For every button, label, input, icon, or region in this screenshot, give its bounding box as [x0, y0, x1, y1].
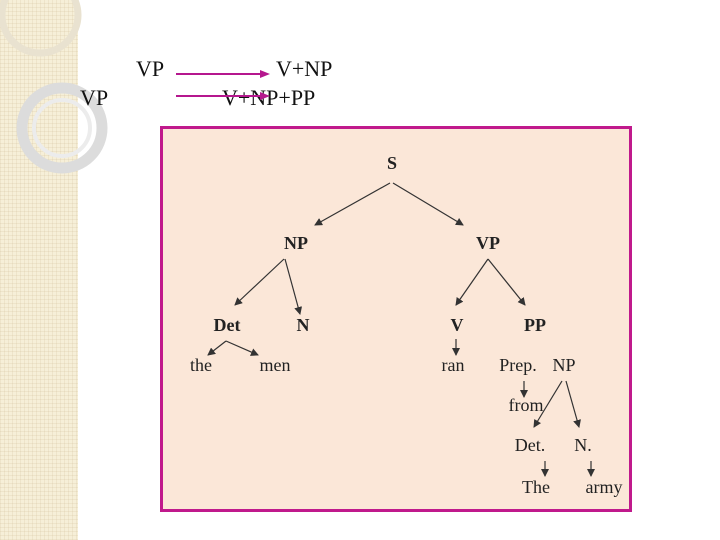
edge-s-np — [314, 182, 391, 226]
edge-s-vp — [392, 182, 464, 226]
rule1-arrow — [176, 70, 270, 78]
node-vp: VP — [476, 233, 500, 253]
node-army: army — [585, 477, 623, 497]
node-pp: PP — [524, 315, 546, 335]
node-n: N — [296, 315, 310, 335]
rule2-rhs: V+NP+PP — [222, 85, 316, 110]
node-s: S — [386, 153, 398, 173]
rule1-rhs: V+NP — [276, 56, 333, 81]
tree-edges — [207, 182, 595, 477]
rule-arrows — [176, 70, 270, 100]
node-np2: NP — [552, 355, 576, 375]
node-from: from — [508, 395, 544, 415]
edge-np2-det2 — [533, 380, 563, 428]
node-v: V — [450, 315, 464, 335]
edge-np2-n2 — [565, 380, 581, 428]
rule2-lhs: VP — [80, 85, 109, 110]
node-the2: The — [522, 477, 550, 497]
edge-np-n — [284, 258, 303, 315]
parse-tree-panel: S NP VP Det N V PP the men ran Prep. NP … — [160, 126, 632, 512]
node-men: men — [259, 355, 291, 375]
edge-vp-pp — [487, 258, 526, 306]
edge-det-men — [225, 340, 259, 356]
node-det: Det — [213, 315, 241, 335]
edge-np-det — [234, 258, 285, 306]
node-ran: ran — [441, 355, 465, 375]
rule1-lhs: VP — [136, 56, 165, 81]
decorative-rings — [0, 0, 108, 174]
node-det2: Det. — [514, 435, 546, 455]
edge-vp-v — [455, 258, 489, 306]
rule2-arrow — [176, 92, 270, 100]
node-the: the — [190, 355, 212, 375]
node-prep: Prep. — [499, 355, 537, 375]
edge-det-the — [207, 340, 227, 356]
node-n2: N. — [574, 435, 592, 455]
node-np: NP — [284, 233, 308, 253]
